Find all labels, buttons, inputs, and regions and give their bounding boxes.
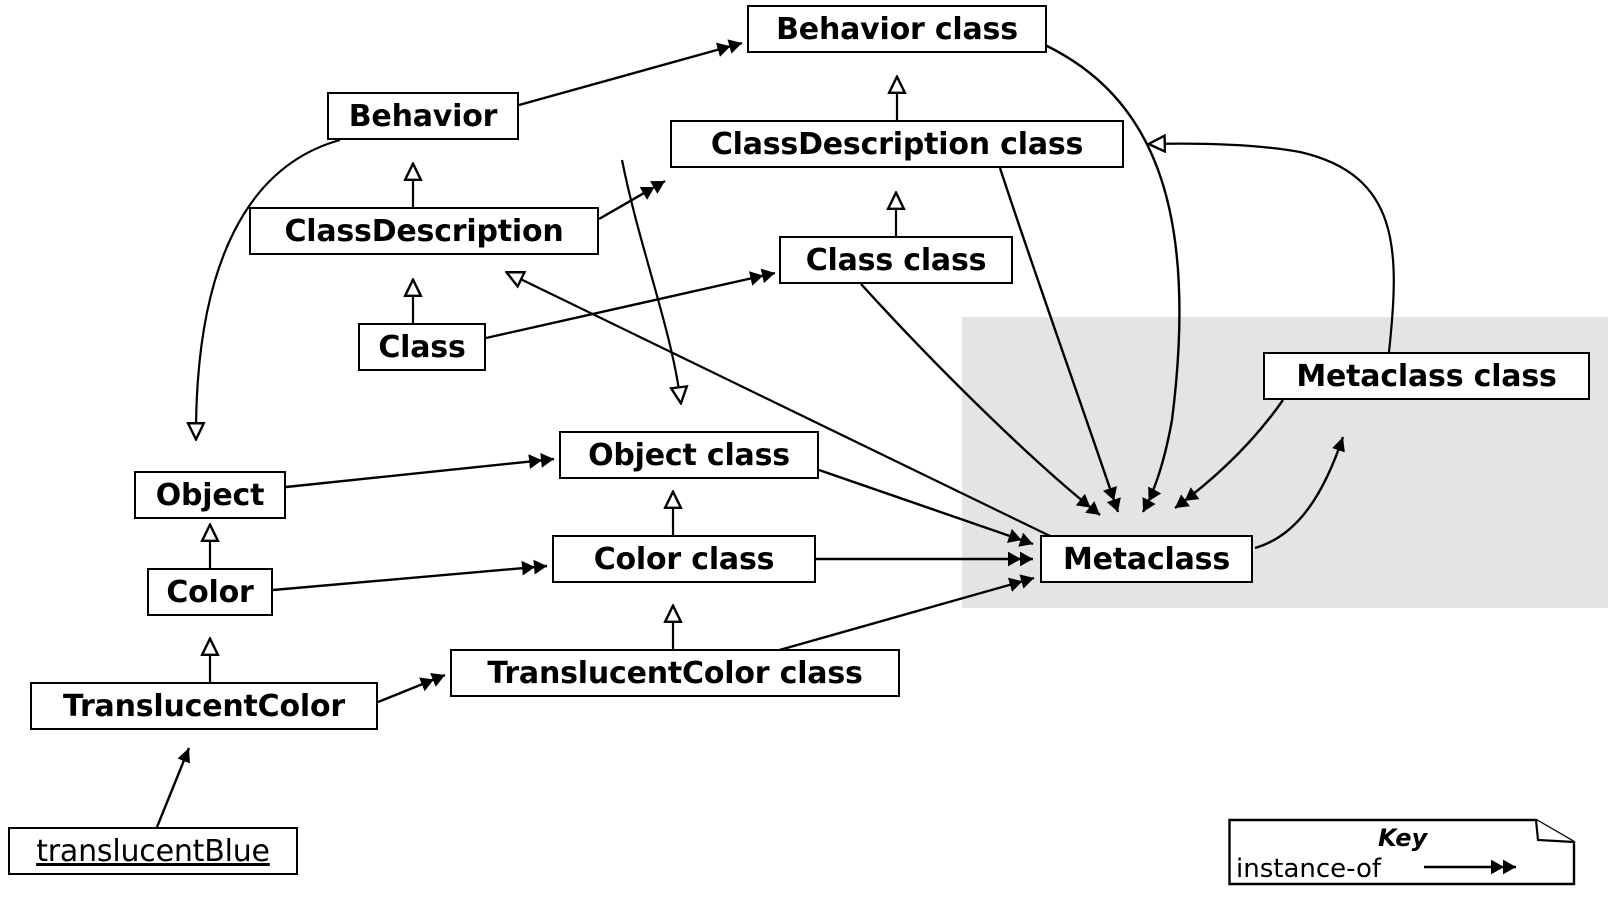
node-behavior-class[interactable]: Behavior class xyxy=(747,5,1047,53)
node-class[interactable]: Class xyxy=(358,323,486,371)
edge-behavior-inherits-object xyxy=(196,138,341,440)
node-object[interactable]: Object xyxy=(134,471,286,519)
node-translucentcolor[interactable]: TranslucentColor xyxy=(30,682,378,730)
edge-object-class-to-metaclass xyxy=(818,468,1034,547)
edge-classdescription-class-to-metaclass xyxy=(998,167,1121,513)
node-label: Class xyxy=(378,329,466,365)
legend-title: Key xyxy=(1378,824,1428,852)
node-classdescription-class[interactable]: ClassDescription class xyxy=(670,120,1124,168)
legend-note-shape xyxy=(1228,818,1576,886)
node-label: Class class xyxy=(805,242,987,278)
edge-class-class-to-metaclass xyxy=(860,283,1101,516)
edge-behavior-to-behavior-class xyxy=(518,39,743,107)
node-translucentcolor-class[interactable]: TranslucentColor class xyxy=(450,649,900,697)
edge-translucentcolor-to-translucentcolor-class xyxy=(377,672,446,704)
legend-key: Key instance-of xyxy=(1228,812,1576,886)
edge-behavior-class-to-metaclass xyxy=(1044,43,1181,513)
node-classdescription[interactable]: ClassDescription xyxy=(249,207,599,255)
node-label: Behavior class xyxy=(776,11,1018,47)
node-label: Behavior xyxy=(348,98,498,134)
edge-color-to-color-class xyxy=(272,559,548,592)
edge-class-to-class-class xyxy=(485,268,776,340)
edge-metaclass-inherits-classdescription xyxy=(506,271,1051,537)
node-label: Metaclass class xyxy=(1296,358,1557,394)
node-label: TranslucentColor xyxy=(62,688,345,724)
legend-entry-instance-of: instance-of xyxy=(1236,854,1382,884)
node-label: ClassDescription class xyxy=(710,126,1084,162)
node-label: Object xyxy=(155,477,265,513)
node-label: Color class xyxy=(593,541,775,577)
node-color[interactable]: Color xyxy=(147,568,273,616)
node-translucentblue[interactable]: translucentBlue xyxy=(8,827,298,875)
edge-object-to-object-class xyxy=(285,452,555,489)
node-metaclass-class[interactable]: Metaclass class xyxy=(1263,352,1590,400)
edge-translucentcolor-class-to-metaclass xyxy=(775,574,1035,653)
node-label: TranslucentColor class xyxy=(487,655,863,691)
node-label: ClassDescription xyxy=(284,213,564,249)
edge-class-inherits-object-class xyxy=(620,159,681,404)
node-label: Color xyxy=(166,574,254,610)
node-metaclass[interactable]: Metaclass xyxy=(1040,535,1253,583)
edge-metaclass-class-to-metaclass xyxy=(1174,399,1284,509)
node-label: translucentBlue xyxy=(36,833,270,869)
node-class-class[interactable]: Class class xyxy=(779,236,1013,284)
edge-translucentblue-to-translucentcolor xyxy=(155,747,191,828)
edge-metaclass-class-inherits-classdescription-class xyxy=(1148,144,1395,353)
edge-metaclass-to-metaclass-class xyxy=(1254,436,1345,550)
node-object-class[interactable]: Object class xyxy=(559,431,819,479)
node-behavior[interactable]: Behavior xyxy=(327,92,519,140)
node-color-class[interactable]: Color class xyxy=(552,535,816,583)
node-label: Object class xyxy=(588,437,790,473)
node-label: Metaclass xyxy=(1062,541,1230,577)
